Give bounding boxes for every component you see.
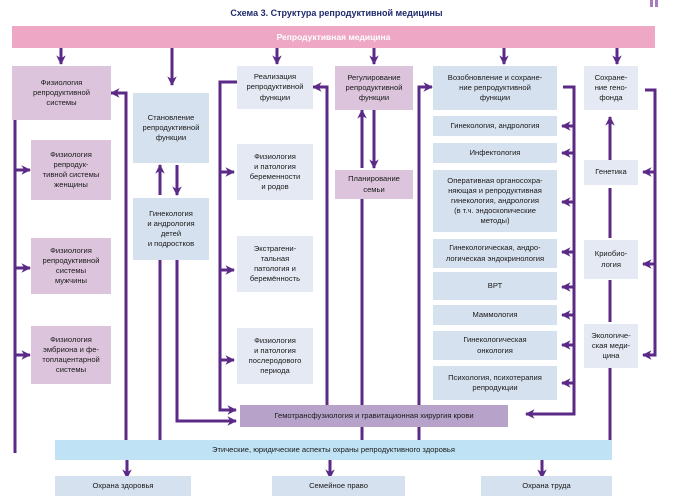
box-restoration-reproductive-function: Возобновление и сохране- ние репродуктив…: [433, 66, 557, 110]
box-postpartum-period: Физиология и патология послеродового пер…: [237, 328, 313, 384]
box-health-protection: Охрана здоровья: [55, 476, 191, 496]
box-endocrinology: Гинекологическая, андро- логическая эндо…: [433, 239, 557, 268]
header-reproductive-medicine: Репродуктивная медицина: [12, 26, 655, 48]
diagram-title: Схема 3. Структура репродуктивной медици…: [230, 8, 443, 18]
box-gynecology-andrology: Гинекология, андрология: [433, 116, 557, 136]
box-gynecologic-oncology: Гинекологическая онкология: [433, 331, 557, 360]
box-cryobiology: Криобио- логия: [584, 240, 638, 279]
box-hemotransfusiology: Гемотрансфузиология и гравитационная хир…: [240, 405, 508, 427]
box-infectology: Инфектология: [433, 143, 557, 163]
realization-spine: [218, 80, 238, 415]
box-realization-reproductive-function: Реализация репродуктивной функции: [237, 66, 313, 109]
box-genetics: Генетика: [584, 160, 638, 185]
box-psychology: Психология, психотерапия репродукции: [433, 366, 557, 400]
box-extragenital-pathology: Экстрагени- тальная патология и беремённ…: [237, 236, 313, 292]
box-operative-gynecology: Оперативная органосохра- няющая и репрод…: [433, 170, 557, 232]
corner-decoration-icon: [650, 0, 659, 7]
box-formation-reproductive-function: Становление репродуктивной функции: [133, 93, 209, 163]
box-family-planning: Планирование семьи: [335, 170, 413, 199]
box-genepool-preservation: Сохране- ние гено- фонда: [584, 66, 638, 110]
genepool-spine: [642, 88, 657, 360]
box-mammology: Маммология: [433, 305, 557, 325]
box-regulation-reproductive-function: Регулирование репродуктивной функции: [335, 66, 413, 110]
box-ecological-medicine: Экологиче- ская меди- цина: [584, 324, 638, 368]
box-pregnancy-childbirth: Физиология и патология беременности и ро…: [237, 144, 313, 200]
box-labor-protection: Охрана труда: [481, 476, 612, 496]
box-physiology-embryo: Физиология эмбриона и фе- топлацентарной…: [31, 326, 111, 384]
box-physiology-female: Физиология репродук- тивной системы женщ…: [31, 140, 111, 200]
box-physiology-reproductive-system: Физиология репродуктивной системы: [12, 66, 111, 120]
box-ethics-legal-aspects: Этические, юридические аспекты охраны ре…: [55, 440, 612, 460]
formation-to-physiology: [110, 88, 128, 458]
box-art: ВРТ: [433, 272, 557, 300]
box-gynecology-children: Гинекология и андрология детей и подрост…: [133, 198, 209, 260]
regulation-to-realization: [312, 82, 329, 405]
box-physiology-male: Физиология репродуктивной системы мужчин…: [31, 238, 111, 294]
box-family-law: Семейное право: [272, 476, 405, 496]
